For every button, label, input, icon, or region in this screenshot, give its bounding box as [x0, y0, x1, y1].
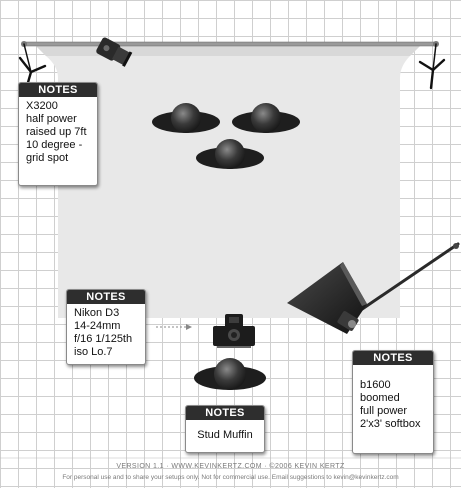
notes-subject-text: Stud Muffin	[197, 429, 253, 441]
notes-camera-title: NOTES	[67, 290, 145, 304]
background-figure-left	[152, 103, 220, 133]
camera-icon	[213, 314, 255, 348]
background-figure-right	[232, 103, 300, 133]
boom-arm	[350, 242, 460, 318]
footer-version: VERSION 1.1 · WWW.KEVINKERTZ.COM · ©2006…	[116, 463, 345, 470]
notes-softbox-title: NOTES	[353, 351, 433, 365]
direction-arrow	[156, 324, 192, 330]
notes-camera-text: Nikon D3 14-24mm f/16 1/125th iso Lo.7	[74, 307, 133, 358]
notes-subject: NOTES Stud Muffin	[185, 405, 265, 453]
background-figure-center	[196, 139, 264, 169]
footer-disclaimer: For personal use and to share your setup…	[62, 474, 399, 481]
notes-camera: NOTES Nikon D3 14-24mm f/16 1/125th iso …	[66, 289, 146, 365]
right-stand-icon	[418, 43, 446, 90]
notes-light: NOTES X3200 half power raised up 7ft 10 …	[18, 82, 98, 186]
notes-light-text: X3200 half power raised up 7ft 10 degree…	[26, 100, 87, 164]
softbox-icon	[287, 262, 367, 334]
grid-spot-light-icon	[96, 37, 133, 67]
notes-softbox: NOTES b1600 boomed full power 2'x3' soft…	[352, 350, 434, 454]
subject-figure	[194, 358, 266, 390]
notes-subject-title: NOTES	[186, 406, 264, 420]
backdrop-crossbar	[21, 41, 439, 47]
paper-backdrop	[36, 46, 420, 318]
notes-light-title: NOTES	[19, 83, 97, 97]
notes-softbox-text: b1600 boomed full power 2'x3' softbox	[360, 379, 421, 430]
